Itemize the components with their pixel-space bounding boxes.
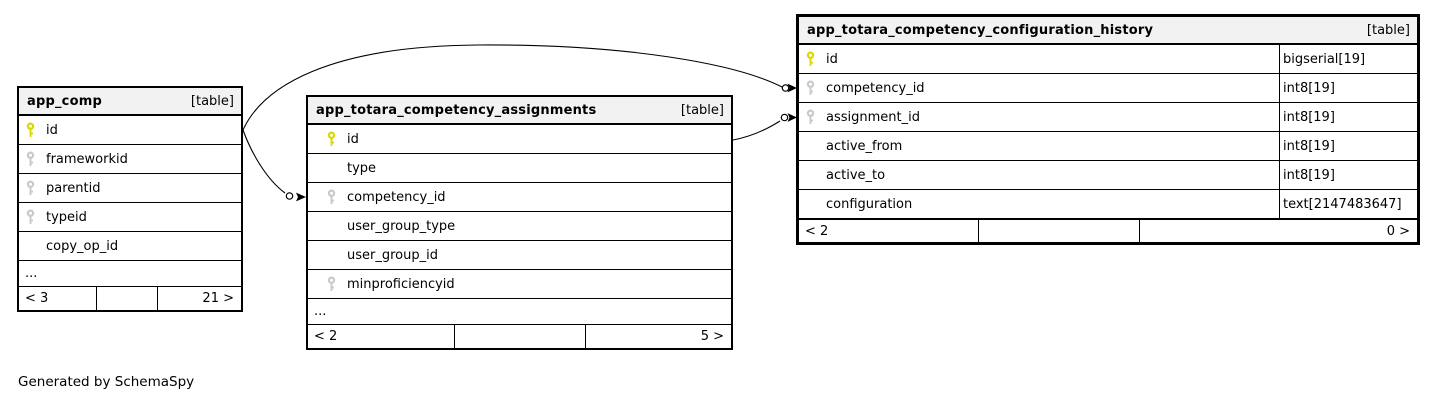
column-name: copy_op_id <box>46 238 119 254</box>
table-degree-footer: < 2 5 > <box>308 325 731 348</box>
column-type: int8[19] <box>1279 161 1417 189</box>
column-row-assignment-id: assignment_id int8[19] <box>799 103 1417 132</box>
column-row-competency-id: competency_id int8[19] <box>799 74 1417 103</box>
table-badge: [table] <box>680 102 724 118</box>
fk-endpoint-circle <box>780 113 789 122</box>
column-name: assignment_id <box>826 109 920 125</box>
column-name: minproficiencyid <box>347 276 455 292</box>
foreign-key-icon <box>327 189 336 204</box>
fk-line-assignments-competency-id-to-app-comp-id <box>242 129 286 194</box>
column-name: type <box>347 160 377 176</box>
fk-endpoint-circle <box>781 84 790 92</box>
foreign-key-icon <box>26 209 35 224</box>
table-app-comp[interactable]: app_comp [table] id frameworkid parentid… <box>17 86 243 312</box>
outgoing-degree: 0 > <box>1139 220 1417 242</box>
table-header[interactable]: app_comp [table] <box>19 88 241 116</box>
footer-spacer <box>96 287 157 310</box>
column-name: competency_id <box>347 189 446 205</box>
more-columns-ellipsis: ... <box>308 299 731 325</box>
column-row-frameworkid: frameworkid <box>19 145 241 174</box>
fk-line-history-competency-id-to-app-comp-id <box>242 44 783 131</box>
column-name: user_group_id <box>347 247 438 263</box>
column-row-active-to: active_to int8[19] <box>799 161 1417 190</box>
primary-key-icon <box>327 131 336 146</box>
foreign-key-icon <box>806 109 815 124</box>
table-header[interactable]: app_totara_competency_configuration_hist… <box>799 17 1417 45</box>
column-row-type: type <box>308 154 731 183</box>
primary-key-icon <box>806 51 815 66</box>
column-row-user-group-type: user_group_type <box>308 212 731 241</box>
incoming-degree: < 3 <box>25 291 49 306</box>
foreign-key-icon <box>26 180 35 195</box>
column-name: competency_id <box>826 80 925 96</box>
column-name: active_from <box>826 138 903 154</box>
column-name: frameworkid <box>46 151 128 167</box>
outgoing-degree: 21 > <box>157 287 241 310</box>
column-name: id <box>347 131 359 147</box>
column-row-copy-op-id: copy_op_id <box>19 232 241 261</box>
table-name[interactable]: app_comp <box>27 93 102 109</box>
column-type: int8[19] <box>1279 132 1417 160</box>
column-name: parentid <box>46 180 101 196</box>
column-row-competency-id: competency_id <box>308 183 731 212</box>
column-name: user_group_type <box>347 218 456 234</box>
column-row-id: id bigserial[19] <box>799 45 1417 74</box>
column-type: int8[19] <box>1279 74 1417 102</box>
table-badge: [table] <box>1366 22 1410 38</box>
column-row-active-from: active_from int8[19] <box>799 132 1417 161</box>
generated-by-note: Generated by SchemaSpy <box>18 374 195 390</box>
column-name: id <box>46 122 58 138</box>
fk-arrowhead <box>787 113 797 122</box>
fk-line-history-assignment-id-to-assignments-id <box>732 120 781 141</box>
more-columns-ellipsis: ... <box>19 261 241 287</box>
column-row-parentid: parentid <box>19 174 241 203</box>
foreign-key-icon <box>327 276 336 291</box>
incoming-degree: < 2 <box>314 329 338 344</box>
table-header[interactable]: app_totara_competency_assignments [table… <box>308 97 731 125</box>
column-type: int8[19] <box>1279 103 1417 131</box>
table-name[interactable]: app_totara_competency_configuration_hist… <box>807 22 1154 38</box>
outgoing-degree: 5 > <box>585 325 731 348</box>
table-name[interactable]: app_totara_competency_assignments <box>316 102 597 118</box>
column-type: text[2147483647] <box>1279 190 1417 218</box>
table-badge: [table] <box>190 93 234 109</box>
column-name: id <box>826 51 838 67</box>
table-degree-footer: < 2 0 > <box>799 219 1417 242</box>
primary-key-icon <box>26 122 35 137</box>
incoming-degree: < 2 <box>805 223 829 239</box>
column-row-id: id <box>19 116 241 145</box>
column-name: active_to <box>826 167 886 183</box>
foreign-key-icon <box>806 80 815 95</box>
column-row-typeid: typeid <box>19 203 241 232</box>
column-row-minproficiencyid: minproficiencyid <box>308 270 731 299</box>
foreign-key-icon <box>26 151 35 166</box>
column-row-user-group-id: user_group_id <box>308 241 731 270</box>
column-type: bigserial[19] <box>1279 45 1417 73</box>
footer-spacer <box>454 325 585 348</box>
fk-arrowhead <box>296 192 306 202</box>
fk-arrowhead <box>787 83 797 93</box>
table-app-totara-competency-configuration-history[interactable]: app_totara_competency_configuration_hist… <box>796 14 1420 245</box>
table-degree-footer: < 3 21 > <box>19 287 241 310</box>
column-name: configuration <box>826 196 913 212</box>
fk-endpoint-circle <box>285 192 294 200</box>
table-app-totara-competency-assignments[interactable]: app_totara_competency_assignments [table… <box>306 95 733 350</box>
column-row-configuration: configuration text[2147483647] <box>799 190 1417 219</box>
column-row-id: id <box>308 125 731 154</box>
footer-spacer <box>978 220 1139 242</box>
column-name: typeid <box>46 209 87 225</box>
